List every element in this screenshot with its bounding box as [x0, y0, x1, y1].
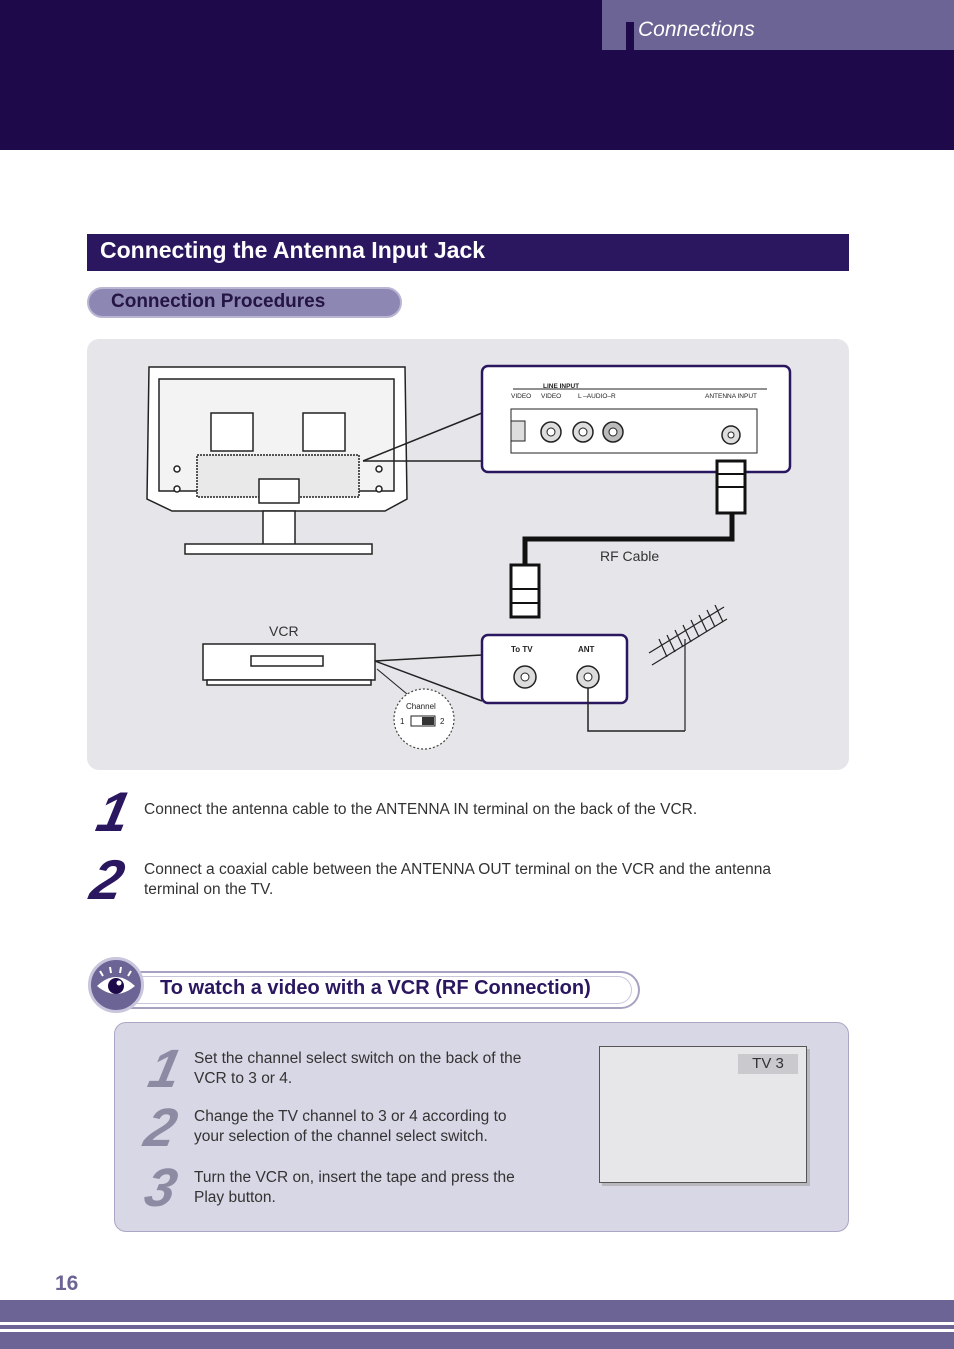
tip-title: To watch a video with a VCR (RF Connecti… — [160, 977, 591, 999]
footer-band-bottom — [0, 1332, 954, 1349]
section-tab: Connections — [602, 0, 954, 50]
footer-rule — [0, 1325, 954, 1329]
eye-icon — [88, 957, 144, 1013]
jack-label-video-2: VIDEO — [541, 393, 561, 400]
section-tab-marker — [626, 22, 634, 50]
channel-2-label: 2 — [440, 717, 445, 726]
channel-switch-callout: Channel 1 2 — [376, 668, 455, 750]
section-label: Connections — [638, 18, 755, 41]
antenna-input-label: ANTENNA INPUT — [705, 393, 757, 400]
step-2-number: 2 — [85, 848, 130, 911]
channel-label: Channel — [406, 702, 436, 711]
jack-label-video-1: VIDEO — [511, 393, 531, 400]
antenna-illustration — [648, 604, 728, 731]
ant-label: ANT — [578, 645, 595, 654]
footer-band — [0, 1300, 954, 1322]
to-tv-label: To TV — [511, 645, 533, 654]
step-2-text: Connect a coaxial cable between the ANTE… — [144, 861, 771, 898]
step-1-text: Connect the antenna cable to the ANTENNA… — [144, 801, 698, 818]
diagram-svg: LINE INPUT VIDEO VIDEO L –AUDIO–R ANTENN… — [146, 364, 792, 750]
tv-screen-preview: TV 3 — [599, 1046, 807, 1183]
channel-1-label: 1 — [400, 717, 405, 726]
tip-step-3-text: Turn the VCR on, insert the tape and pre… — [194, 1169, 515, 1206]
step-1-number: 1 — [91, 780, 136, 843]
tv-jack-panel: LINE INPUT VIDEO VIDEO L –AUDIO–R ANTENN… — [480, 364, 792, 474]
tip-step-2-text: Change the TV channel to 3 or 4 accordin… — [194, 1108, 507, 1145]
tip-header: To watch a video with a VCR (RF Connecti… — [88, 957, 643, 1013]
tv-osd-channel: TV 3 — [738, 1054, 798, 1074]
page-number: 16 — [55, 1272, 79, 1295]
vcr-label: VCR — [269, 623, 299, 639]
tip-title-bar — [130, 971, 640, 1009]
vcr-jack-panel: To TV ANT — [480, 633, 629, 705]
rf-cable-label: RF Cable — [600, 548, 659, 564]
vcr-illustration — [202, 643, 376, 686]
connection-diagram: LINE INPUT VIDEO VIDEO L –AUDIO–R ANTENN… — [87, 339, 849, 770]
tip-step-1-text: Set the channel select switch on the bac… — [194, 1050, 522, 1087]
page-title: Connecting the Antenna Input Jack — [87, 234, 849, 271]
subsection-title: Connection Procedures — [87, 287, 402, 318]
rf-cable — [509, 459, 747, 619]
jack-label-audio: L –AUDIO–R — [578, 393, 616, 400]
tv-back-illustration — [146, 366, 408, 555]
line-input-label: LINE INPUT — [543, 383, 579, 390]
